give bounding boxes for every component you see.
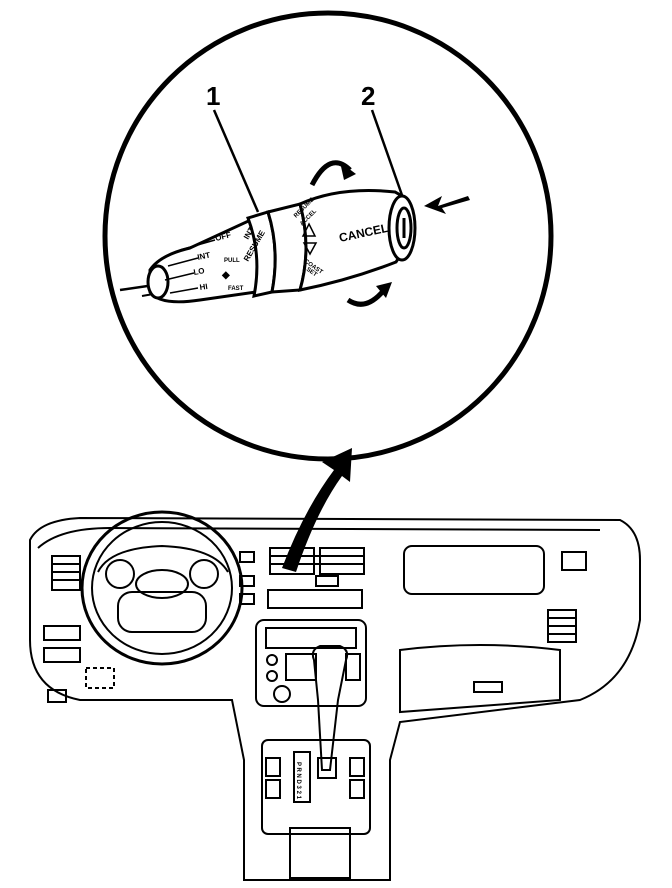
callout-2-label: 2 <box>361 81 375 111</box>
multifunction-lever <box>146 189 417 304</box>
coast-arrow-icon <box>302 242 318 256</box>
int-line <box>167 257 199 267</box>
dash-outline <box>29 516 641 881</box>
console-switch-l1 <box>265 757 281 777</box>
center-display <box>267 589 363 609</box>
instrument-panel <box>29 510 641 881</box>
dash-panel-outline <box>85 667 115 689</box>
shift-indicator-label: P R N D 3 2 1 <box>295 762 301 800</box>
zoom-arrow-body <box>282 448 352 572</box>
detail-view: 1 2 OFF INT LO HI PULL ◆ <box>102 10 554 462</box>
resume-switch-band <box>266 202 308 294</box>
shift-indicator <box>293 751 311 803</box>
center-vent-right <box>319 547 365 575</box>
console <box>261 739 371 835</box>
glovebox-upper <box>403 545 545 595</box>
center-vent-left <box>269 547 315 575</box>
int-label: INT <box>197 250 212 262</box>
fast-label: FAST <box>228 286 244 292</box>
horn-pad <box>135 569 189 599</box>
wiper-position-lines <box>164 239 216 294</box>
cruise-control-head <box>297 189 408 292</box>
lever-end-cap <box>146 264 170 300</box>
steering-wheel-rim <box>80 510 244 666</box>
radio-bezel <box>255 619 367 707</box>
shifter-knob-base <box>317 757 337 779</box>
rotate-arrow-bottom-icon <box>346 288 386 307</box>
rotate-arrow-bottom-head <box>376 282 392 298</box>
accel-arrow-icon <box>301 222 317 237</box>
instrument-cluster <box>97 544 229 573</box>
left-switch-3 <box>47 689 67 703</box>
off-label: OFF <box>214 230 232 243</box>
left-switch-2 <box>43 647 81 663</box>
hazard-switch <box>315 575 339 587</box>
hvac-knob <box>273 685 291 703</box>
push-arrow-icon <box>424 196 470 214</box>
steering-hub <box>117 591 207 633</box>
radio-face <box>265 627 357 649</box>
steering-wheel-inner <box>91 521 233 655</box>
radio-knob-2 <box>266 670 278 682</box>
radio-buttons <box>285 653 317 681</box>
center-switch-3 <box>239 593 255 605</box>
console-tray <box>289 827 351 879</box>
off-line <box>179 239 216 251</box>
glovebox-latch <box>473 681 503 693</box>
hi-label: HI <box>199 282 208 292</box>
pull-label: PULL <box>224 258 240 264</box>
right-vent-upper <box>561 551 587 571</box>
callout-1-label: 1 <box>206 81 220 111</box>
lo-label: LO <box>193 266 206 277</box>
dash-upper-edge <box>37 526 601 549</box>
coast-label-bottom: SET <box>305 267 318 279</box>
gear-shifter <box>311 645 349 771</box>
center-switch-2 <box>239 575 255 587</box>
radio-buttons-right <box>345 653 361 681</box>
speedometer <box>105 559 135 589</box>
tachometer <box>189 559 219 589</box>
radio-knob-1 <box>266 654 278 666</box>
rotate-arrow-top-head <box>340 162 356 180</box>
console-switch-r2 <box>349 779 365 799</box>
left-switch-1 <box>43 625 81 641</box>
callout-2-leader <box>370 109 405 199</box>
washer-icon: ◆ <box>221 270 230 281</box>
hi-line <box>169 287 199 294</box>
console-switch-l2 <box>265 779 281 799</box>
console-switch-r1 <box>349 757 365 777</box>
callout-1-leader <box>212 109 260 213</box>
glovebox-lower <box>399 644 561 714</box>
center-switch-1 <box>239 551 255 563</box>
lo-line <box>164 272 195 281</box>
